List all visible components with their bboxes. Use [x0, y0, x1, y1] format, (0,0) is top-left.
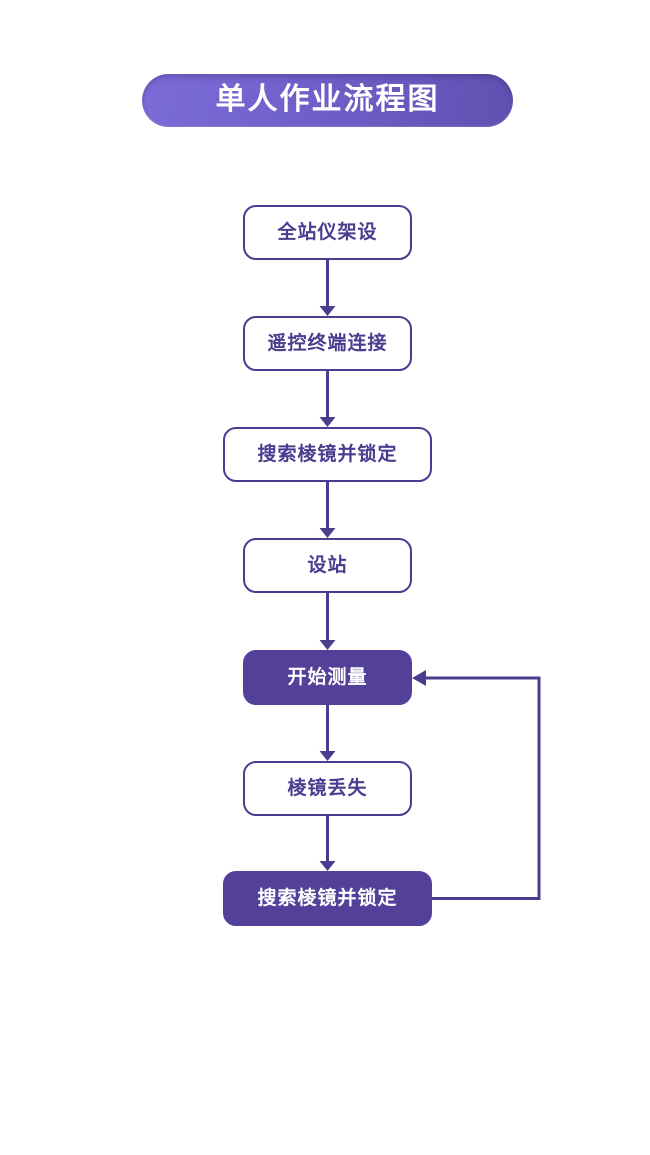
edge-n5-n6 [319, 705, 336, 761]
edge-n4-n5 [319, 593, 336, 650]
page-title-pill: 单人作业流程图 [142, 74, 513, 127]
edge-n3-n4 [319, 482, 336, 538]
flow-node-label: 开始测量 [287, 667, 368, 688]
flow-node-label: 搜索棱镜并锁定 [257, 888, 398, 909]
edge-n7-n5-feedback [412, 670, 541, 900]
flow-node-search-prism-lock-2[interactable]: 搜索棱镜并锁定 [223, 871, 432, 926]
edge-n1-n2 [319, 260, 336, 316]
flow-node-label: 设站 [307, 555, 348, 576]
page-title: 单人作业流程图 [215, 82, 440, 116]
flow-node-start-measurement[interactable]: 开始测量 [243, 650, 412, 705]
flow-node-search-prism-lock-1[interactable]: 搜索棱镜并锁定 [223, 427, 432, 482]
flow-node-label: 遥控终端连接 [267, 333, 388, 354]
flow-node-station-setup[interactable]: 设站 [243, 538, 412, 593]
flow-node-prism-lost[interactable]: 棱镜丢失 [243, 761, 412, 816]
flow-node-remote-terminal-connect[interactable]: 遥控终端连接 [243, 316, 412, 371]
flow-node-label: 棱镜丢失 [287, 778, 368, 799]
edge-n2-n3 [319, 371, 336, 427]
edge-n6-n7 [319, 816, 336, 871]
flow-node-label: 搜索棱镜并锁定 [257, 444, 398, 465]
flow-node-total-station-setup[interactable]: 全站仪架设 [243, 205, 412, 260]
flow-node-label: 全站仪架设 [277, 222, 378, 243]
